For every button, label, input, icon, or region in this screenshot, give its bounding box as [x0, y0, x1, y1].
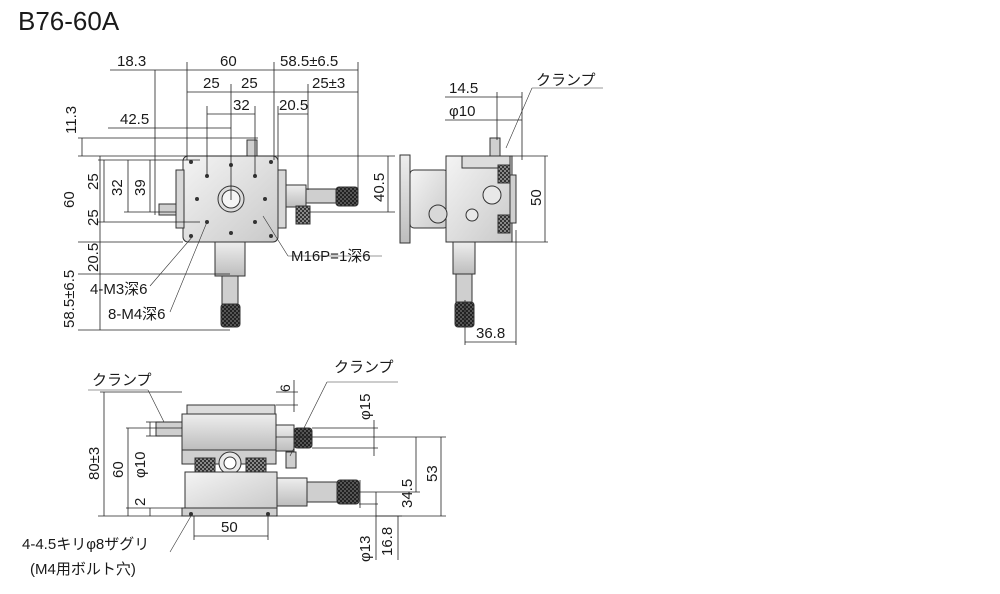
note-m16: M16P=1深6 [291, 248, 371, 265]
dim-25-b: 25 [241, 75, 258, 92]
side-dim-50: 50 [528, 189, 545, 206]
side-label-clamp: クランプ [536, 72, 596, 89]
front-dim-phi13: φ13 [357, 536, 374, 562]
front-dim-60: 60 [110, 461, 127, 478]
clamp-icon [246, 139, 258, 157]
front-dim-16-8: 16.8 [379, 527, 396, 556]
clamp-icon [155, 421, 183, 437]
dim-32-h: 32 [233, 97, 250, 114]
model-title: B76-60A [18, 6, 120, 36]
dim-11-3: 11.3 [63, 106, 80, 134]
clamp-icon [158, 203, 177, 216]
front-lower-body [184, 471, 278, 511]
clamp-icon [497, 164, 511, 184]
clamp-icon [295, 205, 311, 225]
micrometer-knob-icon [454, 301, 475, 328]
front-upper-body [181, 413, 277, 451]
dim-25-pm3: 25±3 [312, 75, 345, 92]
mounting-hole-icon [189, 512, 193, 516]
side-dim-36-8: 36.8 [476, 325, 505, 342]
x-micrometer-sleeve [285, 184, 307, 208]
front-dim-53: 53 [424, 465, 441, 482]
dim-18-3: 18.3 [117, 53, 146, 70]
micrometer-knob-icon [335, 186, 359, 207]
front-dim-phi15: φ15 [357, 394, 374, 420]
note-bolt: (M4用ボルト穴) [30, 561, 136, 578]
dim-39: 39 [132, 179, 149, 196]
front-label-clamp-right: クランプ [334, 359, 394, 376]
clamp-icon [285, 451, 297, 469]
front-dim-34-5: 34.5 [399, 479, 416, 508]
dim-42-5: 42.5 [120, 111, 149, 128]
note-4m3: 4-M3深6 [90, 281, 148, 298]
note-8m4: 8-M4深6 [108, 306, 166, 323]
dim-58-5-v: 58.5±6.5 [61, 270, 78, 328]
top-view: 18.3 60 58.5±6.5 25 25 25±3 32 20.5 42.5… [61, 53, 395, 331]
note-holes: 4-4.5キリφ8ザグリ [22, 536, 149, 553]
dim-58-5-pm: 58.5±6.5 [280, 53, 338, 70]
front-dim-80-pm3: 80±3 [86, 447, 103, 480]
front-view: クランプ クランプ 6 φ15 80±3 60 φ10 2 53 34.5 50… [22, 359, 446, 578]
micrometer-knob-icon [293, 427, 313, 449]
front-dim-phi10: φ10 [132, 452, 149, 478]
front-label-clamp-left: クランプ [92, 372, 152, 389]
stage-left-rail [175, 169, 185, 229]
dim-60-top: 60 [220, 53, 237, 70]
clamp-icon [489, 137, 501, 157]
dim-32-v: 32 [109, 179, 126, 196]
dim-25-l1: 25 [85, 173, 102, 190]
knob-face [399, 154, 411, 244]
micrometer-knob-icon [220, 303, 241, 328]
micrometer-knob-icon [336, 479, 360, 505]
side-dim-14-5: 14.5 [449, 80, 478, 97]
front-dim-2: 2 [132, 498, 149, 506]
dim-20-5-v: 20.5 [85, 243, 102, 272]
stage-right-rail [277, 169, 287, 229]
front-dim-50: 50 [221, 519, 238, 536]
dim-25-a: 25 [203, 75, 220, 92]
mounting-hole-icon [428, 204, 448, 224]
y-micrometer-sleeve [214, 241, 246, 277]
side-dim-phi10: φ10 [449, 103, 475, 120]
front-dim-6: 6 [277, 384, 293, 392]
dim-60-left: 60 [61, 191, 78, 208]
side-view: 14.5 φ10 クランプ 50 36.8 [399, 72, 603, 345]
dim-25-l2: 25 [85, 209, 102, 226]
dim-40-5: 40.5 [371, 173, 388, 202]
mounting-hole-icon [266, 512, 270, 516]
dim-20-5-h: 20.5 [279, 97, 308, 114]
